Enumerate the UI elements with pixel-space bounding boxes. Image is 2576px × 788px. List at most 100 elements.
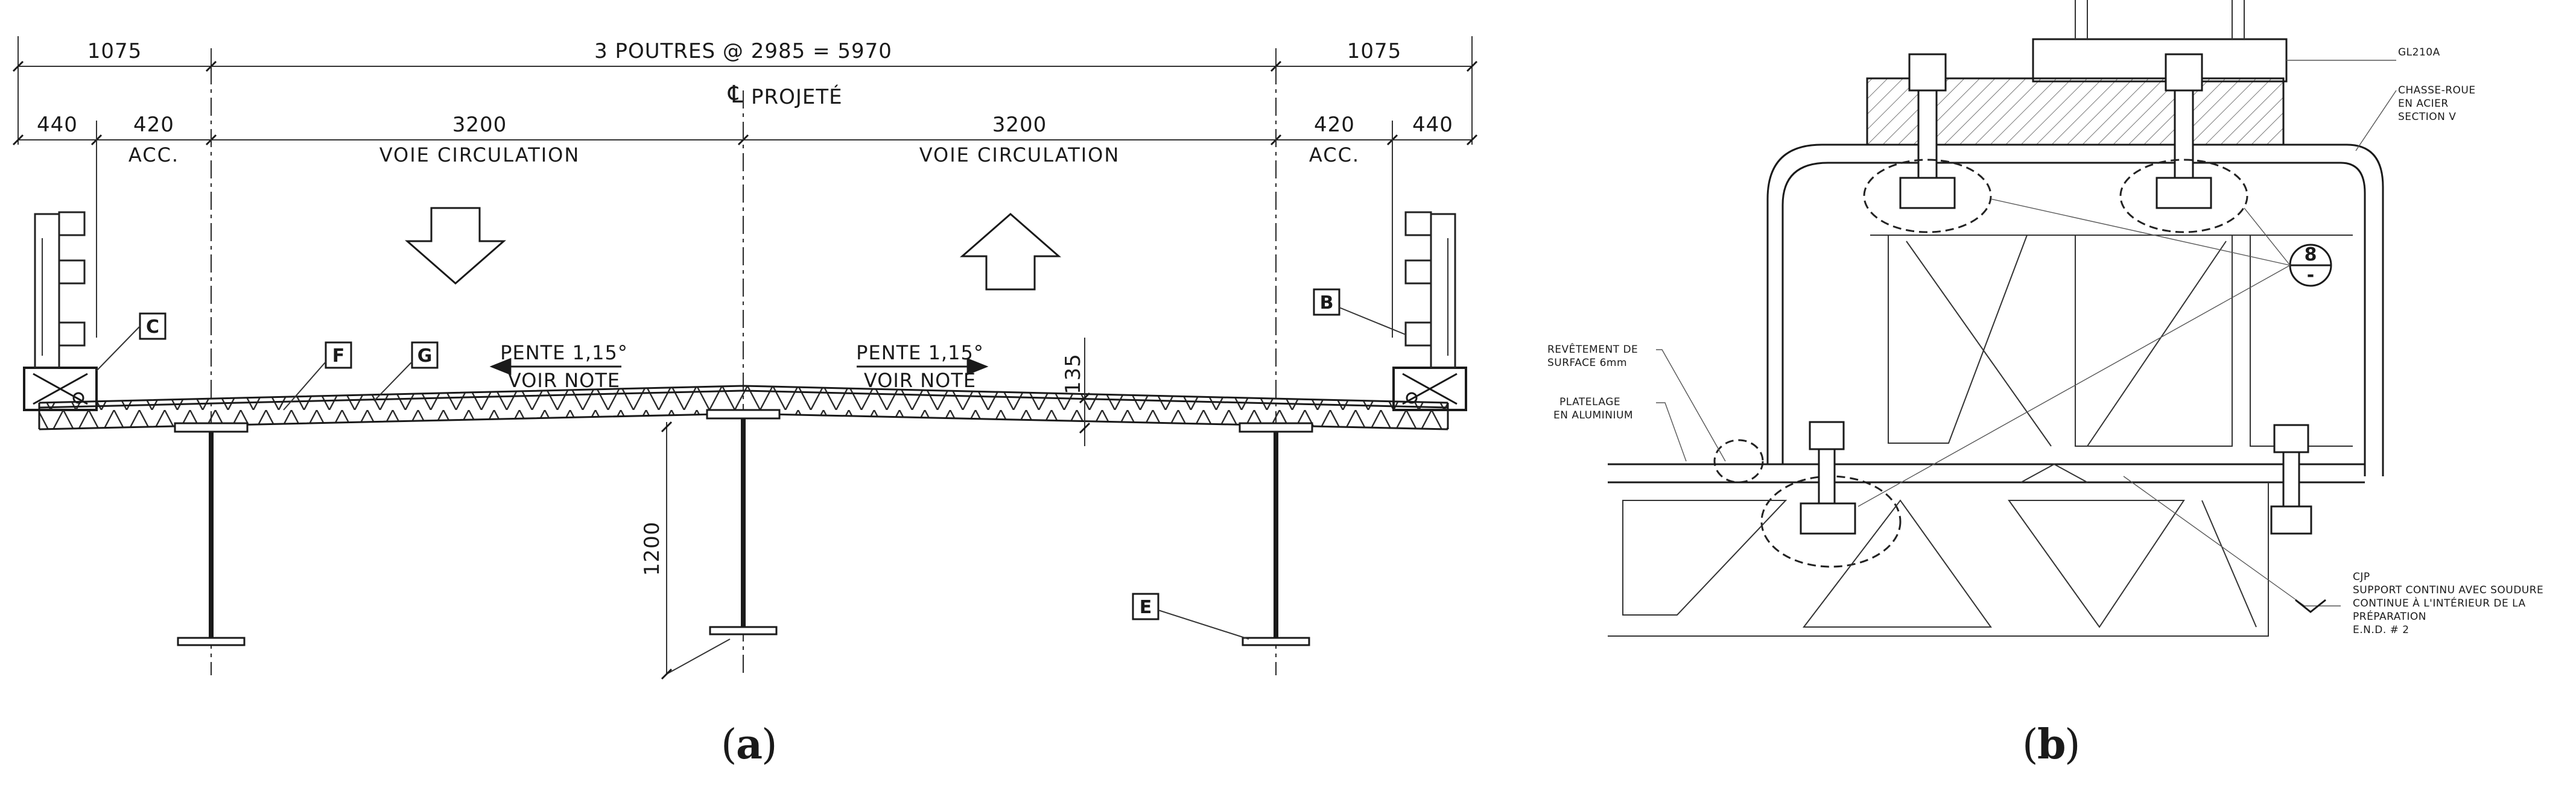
chasse-leader bbox=[2355, 90, 2397, 151]
tag-box bbox=[325, 341, 352, 369]
girder-depth-ticks bbox=[661, 421, 673, 680]
platelage-leader bbox=[1656, 402, 1687, 462]
web-cell bbox=[2075, 235, 2233, 447]
dim-440-right: 440 bbox=[1412, 113, 1453, 137]
web-diagonal bbox=[2087, 241, 2227, 447]
tag-b-label: B bbox=[1320, 292, 1334, 314]
deck-cell bbox=[1622, 500, 1788, 616]
steel-girders bbox=[174, 409, 1313, 646]
bolt-shank bbox=[1917, 89, 1938, 188]
centerline-text: PROJETÉ bbox=[751, 84, 843, 109]
cjp-line-3: CONTINUE À L'INTÉRIEUR DE LA bbox=[2353, 596, 2526, 610]
dim-440-left: 440 bbox=[37, 113, 78, 137]
cjp-leader bbox=[2123, 476, 2341, 607]
dim-3200-right: 3200 bbox=[992, 113, 1047, 137]
weld-detail-circle bbox=[2119, 159, 2248, 233]
bolt-nut bbox=[1800, 502, 1856, 535]
rail-block bbox=[1404, 259, 1432, 285]
dim-420-left: 420 bbox=[133, 113, 174, 137]
girder-right-bottom-flange bbox=[1242, 637, 1310, 646]
rail-post bbox=[34, 213, 60, 369]
bolt-head bbox=[2273, 424, 2309, 453]
bolt-nut bbox=[2270, 505, 2312, 535]
caption-a-open: ( bbox=[721, 721, 737, 769]
tag-box bbox=[1132, 593, 1160, 620]
cjp-weld-flag bbox=[2295, 599, 2326, 613]
slope-right-text: PENTE 1,15° bbox=[856, 341, 984, 364]
chasse-line-2: EN ACIER bbox=[2398, 98, 2449, 110]
revetement-line-1: REVÊTEMENT DE bbox=[1547, 342, 1638, 356]
deck-bottom-edge bbox=[1608, 482, 2269, 637]
tag-f-label: F bbox=[332, 345, 345, 367]
platelage-line-1: PLATELAGE bbox=[1559, 396, 1620, 408]
caption-a-letter: a bbox=[736, 720, 763, 769]
weld-detail-circle bbox=[1713, 439, 1764, 484]
curb-box bbox=[1392, 367, 1467, 411]
chasse-line-3: SECTION V bbox=[2398, 111, 2456, 123]
weld-detail-circle bbox=[1863, 159, 1992, 233]
weld-symbol: 8 - bbox=[1857, 198, 2332, 507]
tag-g-label: G bbox=[417, 345, 433, 367]
deck-node bbox=[2020, 463, 2088, 483]
guardrail-post-stubs bbox=[2075, 0, 2245, 39]
bolt-head bbox=[1809, 421, 1845, 450]
curb-bolt bbox=[72, 392, 84, 404]
rail-block bbox=[58, 211, 86, 236]
caption-a-close: ) bbox=[761, 721, 778, 769]
guardrail-left bbox=[34, 211, 86, 369]
weld-symbol-top: 8 bbox=[2305, 244, 2317, 265]
platelage-line-2: EN ALUMINIUM bbox=[1553, 409, 1633, 421]
chasse-roue-webs bbox=[1870, 235, 2353, 447]
centerline-symbol: ℄ bbox=[728, 81, 744, 109]
guardrail-right bbox=[1404, 211, 1456, 369]
deck-depth-dimension: 135 bbox=[1061, 338, 1091, 446]
top-dimension-chain: 1075 3 POUTRES @ 2985 = 5970 1075 bbox=[12, 36, 1478, 145]
chasse-roue-inner bbox=[1781, 162, 2366, 476]
bolt-shank bbox=[1818, 448, 1836, 505]
girder-center-bottom-flange bbox=[709, 626, 778, 635]
girder-left-top-flange bbox=[174, 422, 249, 433]
deck-cell bbox=[1802, 499, 1992, 628]
revetement-leader bbox=[1656, 349, 1726, 462]
deck-cell bbox=[2201, 500, 2257, 628]
girder-depth-leader bbox=[666, 638, 731, 675]
tag-e-label: E bbox=[1140, 597, 1152, 618]
girder-depth-value: 1200 bbox=[640, 522, 664, 576]
lane-label-left: VOIE CIRCULATION bbox=[379, 143, 580, 166]
cjp-line-4: PRÉPARATION bbox=[2353, 610, 2426, 623]
girder-center-top-flange bbox=[706, 409, 781, 420]
gl210a-plate bbox=[2032, 38, 2288, 83]
bolt-shank bbox=[2282, 451, 2300, 508]
lane-label-right: VOIE CIRCULATION bbox=[919, 143, 1120, 166]
curb-bracing bbox=[33, 373, 88, 405]
acc-label-right: ACC. bbox=[1309, 143, 1360, 166]
web-cell bbox=[2250, 235, 2353, 447]
label-platelage: PLATELAGE EN ALUMINIUM bbox=[1553, 396, 1687, 462]
tag-c: C bbox=[96, 312, 167, 371]
rail-block bbox=[1404, 211, 1432, 236]
rail-block bbox=[58, 321, 86, 347]
bolt-head bbox=[1908, 53, 1947, 92]
label-revetement: REVÊTEMENT DE SURFACE 6mm bbox=[1547, 342, 1726, 462]
deck-truss-fill bbox=[39, 386, 1448, 429]
panel-a-cross-section: 1075 3 POUTRES @ 2985 = 5970 1075 ℄ PROJ… bbox=[12, 36, 1478, 680]
chasse-roue-outer bbox=[1766, 143, 2384, 476]
weld-symbol-leaders bbox=[1857, 198, 2291, 507]
tag-leader bbox=[96, 326, 141, 371]
bolt-head bbox=[2165, 53, 2203, 92]
curb-bolt bbox=[1406, 392, 1418, 404]
rail-block bbox=[58, 259, 86, 285]
deck-depth-value: 135 bbox=[1061, 353, 1085, 394]
bolt-nut bbox=[1899, 177, 1956, 209]
aluminium-deck-detail bbox=[1608, 463, 2365, 637]
slope-left: PENTE 1,15° VOIR NOTE bbox=[489, 341, 627, 392]
acc-label-left: ACC. bbox=[128, 143, 179, 166]
lower-bolts bbox=[1800, 421, 2312, 535]
arrow-down-icon bbox=[405, 207, 506, 285]
caption-a: ( a ) bbox=[721, 720, 778, 769]
chasse-line-1: CHASSE-ROUE bbox=[2398, 84, 2476, 96]
cjp-line-5: E.N.D. # 2 bbox=[2353, 624, 2409, 636]
deck-depth-ticks bbox=[1079, 392, 1091, 434]
label-chasse-roue: CHASSE-ROUE EN ACIER SECTION V bbox=[2355, 84, 2476, 151]
